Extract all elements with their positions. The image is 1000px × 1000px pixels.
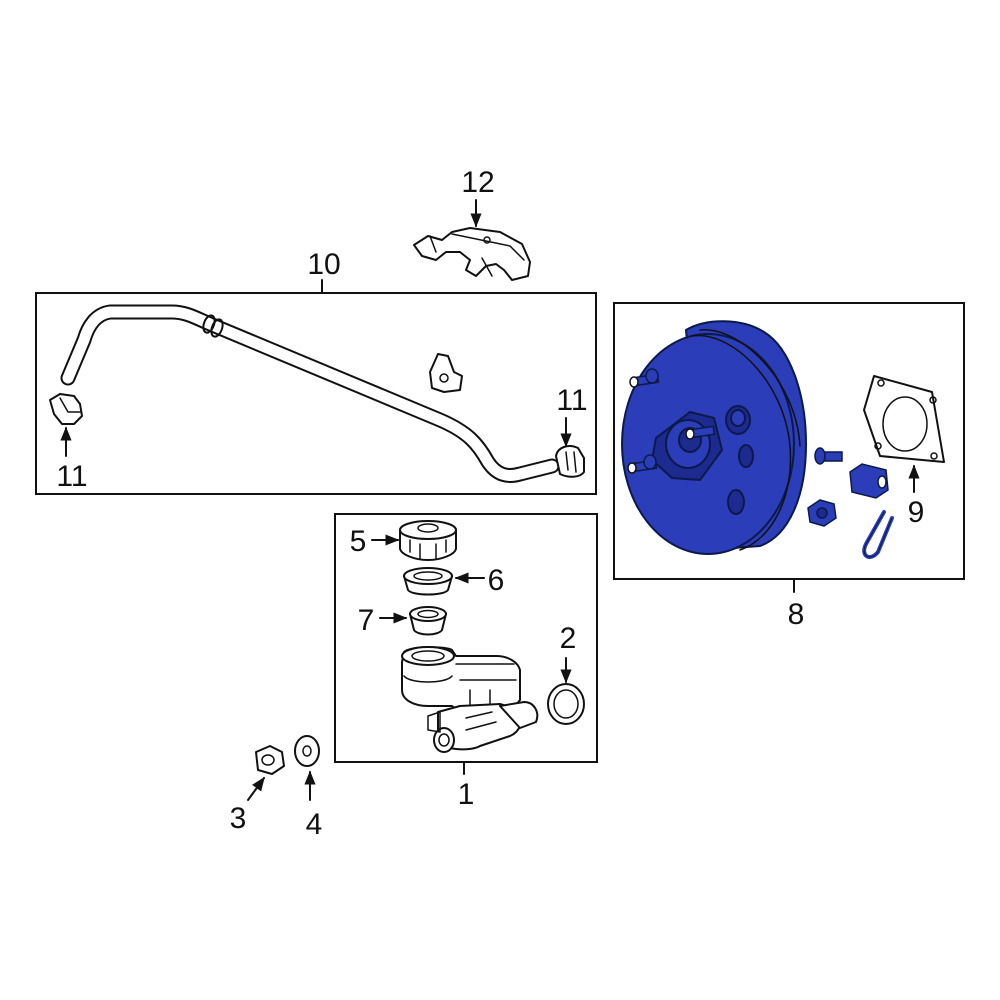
booster-bolt-part[interactable] — [814, 447, 843, 465]
booster-gasket-part[interactable] — [863, 375, 945, 463]
hose-clip-center[interactable] — [429, 353, 463, 393]
callout-8: 8 — [788, 598, 805, 631]
callout-2: 2 — [560, 622, 577, 655]
callout-3-leader — [247, 776, 265, 801]
callout-6: 6 — [488, 564, 505, 597]
callout-11-right: 11 — [556, 384, 587, 417]
master-cylinder-part[interactable] — [401, 646, 539, 753]
vacuum-hose-group-box — [35, 292, 597, 495]
hose-bracket-part[interactable] — [413, 227, 531, 281]
callout-1: 1 — [458, 778, 475, 811]
master-cylinder-group-box — [334, 513, 598, 763]
callout-5: 5 — [350, 525, 367, 558]
callout-4: 4 — [306, 808, 323, 841]
callout-12: 12 — [461, 166, 494, 199]
brake-booster-part[interactable] — [621, 320, 807, 555]
nut-part[interactable] — [255, 745, 285, 775]
reservoir-grommet-part[interactable] — [409, 606, 447, 636]
clevis-block-part[interactable] — [849, 463, 889, 499]
o-ring-part[interactable] — [547, 683, 585, 725]
callout-7: 7 — [358, 604, 375, 637]
callout-3: 3 — [230, 802, 247, 835]
reservoir-cap-part[interactable] — [399, 520, 457, 561]
callout-11-left: 11 — [56, 460, 87, 493]
brake-booster-group-box — [613, 302, 965, 580]
booster-nut-part[interactable] — [807, 499, 837, 527]
clevis-pin-part[interactable] — [862, 510, 894, 560]
vacuum-hose-part[interactable] — [60, 304, 560, 483]
hose-clamp-right-part[interactable] — [555, 445, 585, 478]
callout-9: 9 — [908, 496, 925, 529]
reservoir-strainer-part[interactable] — [403, 567, 453, 596]
hose-clamp-left-part[interactable] — [49, 393, 83, 425]
callout-10: 10 — [307, 248, 340, 281]
washer-part[interactable] — [294, 735, 320, 767]
